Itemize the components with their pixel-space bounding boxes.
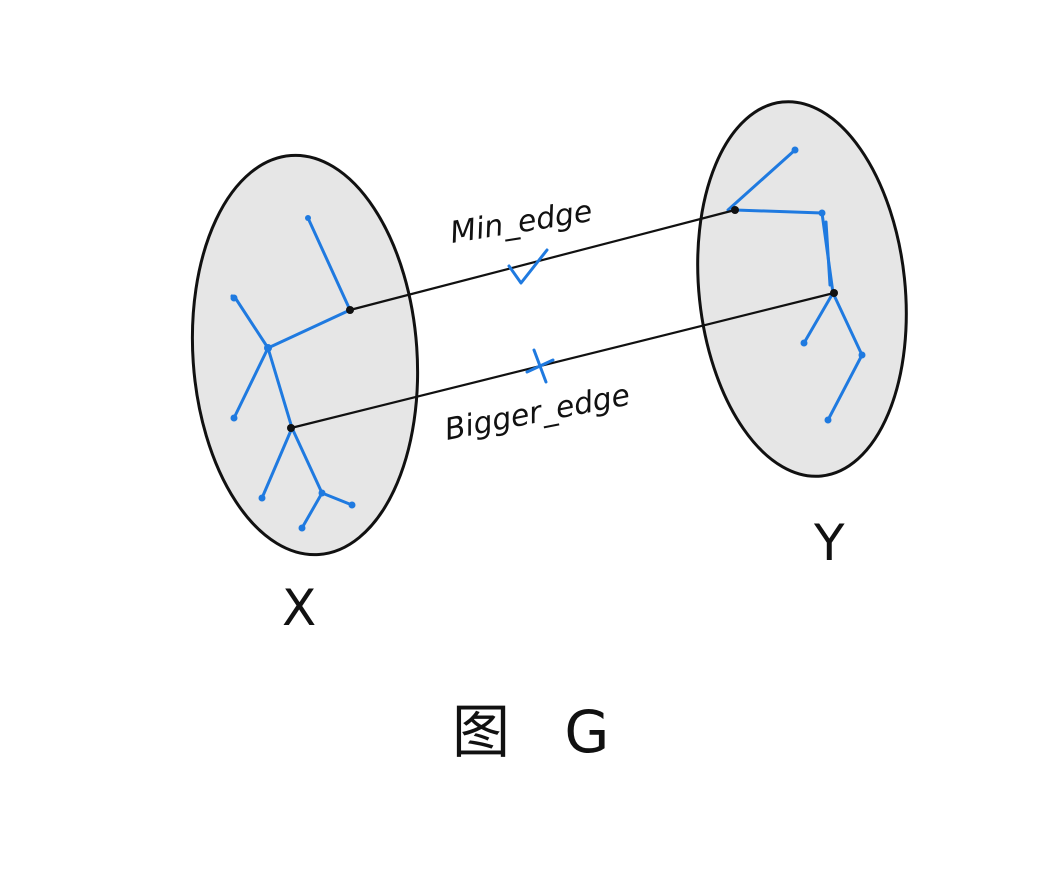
tree-x-node [318, 489, 326, 497]
min-edge-endpoint-y [731, 206, 739, 214]
tree-x-edge [300, 491, 324, 530]
figure-title: 图 G [452, 698, 627, 766]
bigger-edge-label: Bigger_edge [442, 378, 633, 448]
tree-y-node [800, 339, 808, 347]
tree-x-node [305, 215, 311, 221]
bigger-edge-endpoint-x [287, 424, 295, 432]
tree-x-node [298, 524, 306, 532]
min-edge-label: Min_edge [448, 194, 595, 251]
tree-x-edge [266, 308, 352, 350]
set-y-label: Y [813, 514, 845, 572]
tree-x-edge [234, 297, 270, 350]
tree-x-node [258, 494, 266, 502]
tree-x-edge [232, 346, 270, 420]
tree-y-node [818, 209, 826, 217]
bigger-edge-endpoint-y [830, 289, 838, 297]
tree-y-edge [726, 148, 797, 212]
tree-x-node [348, 501, 356, 509]
tree-y-edge [824, 220, 832, 287]
tree-y-edge [802, 291, 835, 345]
tree-y-node [791, 146, 799, 154]
set-x-label: X [282, 579, 316, 637]
tree-x-edge [260, 426, 294, 500]
tree-y-node [824, 416, 832, 424]
min-edge-line [348, 208, 737, 312]
min-edge-endpoint-x [346, 306, 354, 314]
tree-x-edge [290, 426, 324, 495]
tree-y [726, 146, 866, 424]
set-x-region [190, 153, 420, 557]
tree-x-node [230, 294, 238, 302]
set-y-region [696, 100, 908, 478]
tree-x [230, 215, 356, 532]
check-mark-icon [507, 248, 549, 285]
cross-mark-icon [525, 348, 555, 384]
tree-y-edge [733, 208, 824, 215]
tree-y-node [858, 351, 866, 359]
tree-x-edge [266, 346, 294, 430]
tree-x-node [264, 344, 272, 352]
tree-x-edge [306, 216, 352, 312]
tree-x-edge [320, 491, 354, 507]
tree-x-node [230, 414, 238, 422]
tree-y-edge [831, 291, 864, 357]
bigger-edge-line [289, 291, 836, 430]
tree-y-edge [826, 353, 864, 422]
